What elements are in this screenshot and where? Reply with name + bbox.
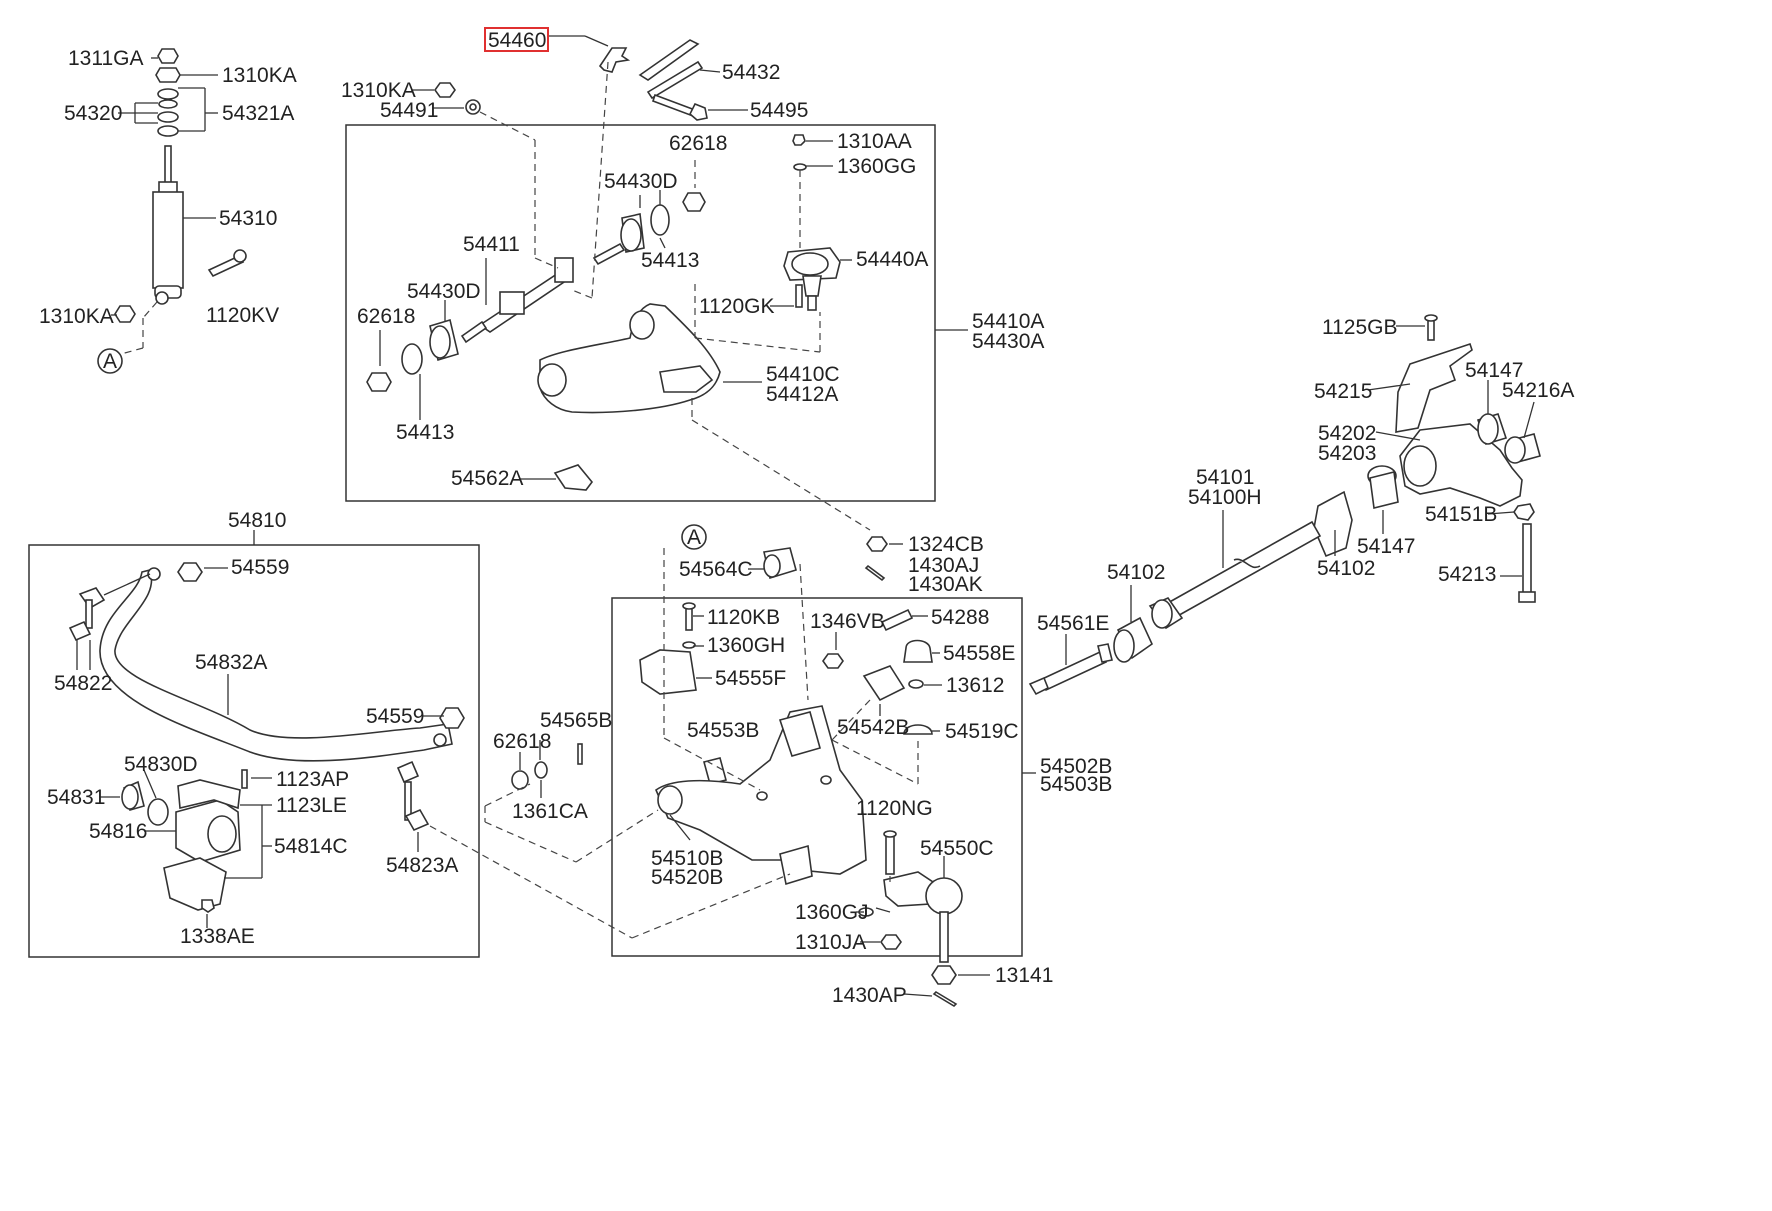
part-label[interactable]: 54412A: [766, 383, 838, 406]
part-label[interactable]: 54216A: [1502, 379, 1574, 402]
part-label[interactable]: 1120GK: [699, 295, 775, 318]
part-label[interactable]: 54102: [1317, 557, 1375, 580]
part-label[interactable]: 54430D: [604, 170, 678, 193]
part-label[interactable]: 54440A: [856, 248, 928, 271]
part-label[interactable]: 1120KB: [707, 606, 780, 629]
part-label[interactable]: 1338AE: [180, 925, 255, 948]
part-label[interactable]: 1120KV: [206, 304, 279, 327]
part-label[interactable]: 54562A: [451, 467, 523, 490]
drive-shaft-assembly: [1028, 314, 1541, 696]
lower-arm-assembly: [511, 524, 963, 1008]
part-label[interactable]: 54520B: [651, 866, 723, 889]
part-label[interactable]: 1430AP: [832, 984, 907, 1007]
part-label[interactable]: 62618: [493, 730, 551, 753]
part-label[interactable]: 1120NG: [856, 797, 933, 820]
part-label[interactable]: 1430AJ: [908, 554, 979, 577]
stabilizer-bar-assembly: [68, 562, 465, 913]
part-label[interactable]: 54100H: [1188, 486, 1262, 509]
part-label[interactable]: 54288: [931, 606, 989, 629]
part-label[interactable]: 54823A: [386, 854, 458, 877]
part-label[interactable]: 1125GB: [1322, 316, 1398, 339]
part-label[interactable]: 54559: [231, 556, 289, 579]
part-label[interactable]: 54320: [64, 102, 122, 125]
part-label[interactable]: 54502B: [1040, 755, 1112, 778]
part-label[interactable]: 1324CB: [908, 533, 984, 556]
part-label[interactable]: 54491: [380, 99, 438, 122]
part-label[interactable]: 54410A: [972, 310, 1044, 333]
part-label[interactable]: 54810: [228, 509, 286, 532]
part-label[interactable]: 54510B: [651, 847, 723, 870]
part-label[interactable]: 54411: [463, 233, 520, 256]
part-label[interactable]: 1360GJ: [795, 901, 869, 924]
part-label[interactable]: 54413: [396, 421, 454, 444]
part-label[interactable]: 54430A: [972, 330, 1044, 353]
upper-arm-assembly: [366, 134, 841, 491]
part-label[interactable]: 54558E: [943, 642, 1015, 665]
upper-arm-hardware: [434, 39, 708, 121]
part-label[interactable]: 1361CA: [512, 800, 588, 823]
part-label[interactable]: 54550C: [920, 837, 994, 860]
part-label[interactable]: 1310KA: [341, 79, 416, 102]
reference-a-top-label: A: [103, 350, 117, 373]
part-label[interactable]: 54215: [1314, 380, 1372, 403]
part-label[interactable]: 1310JA: [795, 931, 866, 954]
part-label[interactable]: 1360GH: [707, 634, 785, 657]
part-label[interactable]: 1123AP: [276, 768, 349, 791]
part-label[interactable]: 62618: [669, 132, 727, 155]
reference-a-mid-label: A: [687, 526, 701, 549]
cotter-pin-1430aj: [864, 564, 886, 582]
part-label[interactable]: 54203: [1318, 442, 1376, 465]
shock-absorber-assembly: [114, 48, 247, 323]
part-label[interactable]: 54432: [722, 61, 780, 84]
part-label[interactable]: 54102: [1107, 561, 1165, 584]
part-label[interactable]: 1310AA: [837, 130, 912, 153]
part-label[interactable]: 13141: [995, 964, 1053, 987]
part-label[interactable]: 13612: [946, 674, 1004, 697]
part-label[interactable]: 54564C: [679, 558, 753, 581]
part-label[interactable]: 54832A: [195, 651, 267, 674]
part-label[interactable]: 54555F: [715, 667, 786, 690]
part-label[interactable]: 1360GG: [837, 155, 916, 178]
part-label[interactable]: 54430D: [407, 280, 481, 303]
part-label[interactable]: 54559: [366, 705, 424, 728]
part-label[interactable]: 1430AK: [908, 573, 983, 596]
part-label[interactable]: 54830D: [124, 753, 198, 776]
part-label[interactable]: 1311GA: [68, 47, 144, 70]
part-label[interactable]: 54321A: [222, 102, 294, 125]
part-label[interactable]: 1123LE: [276, 794, 347, 817]
part-label[interactable]: 54151B: [1425, 503, 1497, 526]
part-label[interactable]: 54495: [750, 99, 808, 122]
reference-a-mid: [681, 524, 707, 550]
part-label[interactable]: 1346VB: [810, 610, 885, 633]
reference-a-top: [97, 348, 123, 374]
part-label[interactable]: 54410C: [766, 363, 840, 386]
part-label[interactable]: 54310: [219, 207, 277, 230]
part-label[interactable]: 62618: [357, 305, 415, 328]
part-label[interactable]: 54213: [1438, 563, 1496, 586]
part-label[interactable]: 54147: [1357, 535, 1415, 558]
part-label[interactable]: 54565B: [540, 709, 612, 732]
nut-1324cb: [866, 536, 888, 552]
lower-arm-group-box: [611, 597, 1023, 957]
part-label[interactable]: 54147: [1465, 359, 1523, 382]
part-label[interactable]: 54814C: [274, 835, 348, 858]
part-label[interactable]: 54553B: [687, 719, 759, 742]
upper-arm-group-box: [345, 124, 936, 502]
part-label[interactable]: 54101: [1196, 466, 1254, 489]
part-label[interactable]: 54202: [1318, 422, 1376, 445]
part-label[interactable]: 54561E: [1037, 612, 1109, 635]
part-label[interactable]: 54413: [641, 249, 699, 272]
part-label[interactable]: 54831: [47, 786, 105, 809]
highlighted-part-label[interactable]: 54460: [488, 29, 546, 52]
part-label[interactable]: 1310KA: [39, 305, 114, 328]
part-label[interactable]: 54542B: [837, 716, 909, 739]
part-label[interactable]: 1310KA: [222, 64, 297, 87]
part-labels: 1311GA 1310KA 54320 54321A 54310 1120KV …: [39, 27, 1574, 1007]
highlighted-part-box: [484, 27, 549, 52]
part-label[interactable]: 54519C: [945, 720, 1019, 743]
part-label[interactable]: 54822: [54, 672, 112, 695]
part-label[interactable]: 54503B: [1040, 773, 1112, 796]
part-label[interactable]: 54816: [89, 820, 147, 843]
